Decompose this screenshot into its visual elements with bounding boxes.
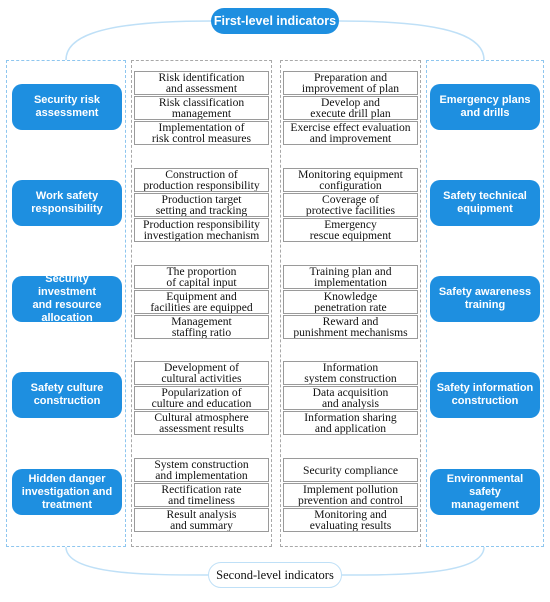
second-level-item: Emergency rescue equipment — [283, 218, 418, 242]
second-level-item: Production target setting and tracking — [134, 193, 269, 217]
left-second-level-panel — [131, 60, 272, 547]
second-level-item: Equipment and facilities are equipped — [134, 290, 269, 314]
second-level-item: Implement pollution prevention and contr… — [283, 483, 418, 507]
first-level-safety-awareness-training: Safety awareness training — [430, 276, 540, 322]
right-first-level-panel — [426, 60, 544, 547]
first-level-safety-culture-construction: Safety culture construction — [12, 372, 122, 418]
second-level-item: The proportion of capital input — [134, 265, 269, 289]
second-level-item: Construction of production responsibilit… — [134, 168, 269, 192]
second-level-item: Knowledge penetration rate — [283, 290, 418, 314]
first-level-safety-technical-equipment: Safety technical equipment — [430, 180, 540, 226]
first-level-indicators-title: First-level indicators — [211, 8, 339, 34]
second-level-item: Security compliance — [283, 458, 418, 482]
first-level-work-safety-responsibility: Work safety responsibility — [12, 180, 122, 226]
second-level-item: Production responsibility investigation … — [134, 218, 269, 242]
second-level-item: Cultural atmosphere assessment results — [134, 411, 269, 435]
second-level-item: Implementation of risk control measures — [134, 121, 269, 145]
second-level-indicators-title: Second-level indicators — [208, 562, 342, 588]
first-level-security-investment: Security investment and resource allocat… — [12, 273, 122, 324]
second-level-item: Develop and execute drill plan — [283, 96, 418, 120]
first-level-environmental-safety-management: Environmental safety management — [430, 469, 540, 515]
second-level-item: Development of cultural activities — [134, 361, 269, 385]
second-level-item: System construction and implementation — [134, 458, 269, 482]
second-level-item: Reward and punishment mechanisms — [283, 315, 418, 339]
second-level-item: Exercise effect evaluation and improveme… — [283, 121, 418, 145]
second-level-item: Popularization of culture and education — [134, 386, 269, 410]
second-level-item: Rectification rate and timeliness — [134, 483, 269, 507]
left-first-level-panel — [6, 60, 126, 547]
first-level-security-risk-assessment: Security risk assessment — [12, 84, 122, 130]
first-level-emergency-plans: Emergency plans and drills — [430, 84, 540, 130]
second-level-item: Monitoring equipment configuration — [283, 168, 418, 192]
second-level-item: Management staffing ratio — [134, 315, 269, 339]
second-level-item: Risk classification management — [134, 96, 269, 120]
second-level-item: Coverage of protective facilities — [283, 193, 418, 217]
second-level-item: Risk identification and assessment — [134, 71, 269, 95]
right-second-level-panel — [280, 60, 421, 547]
second-level-item: Information system construction — [283, 361, 418, 385]
second-level-item: Information sharing and application — [283, 411, 418, 435]
second-level-item: Result analysis and summary — [134, 508, 269, 532]
first-level-safety-information-construction: Safety information construction — [430, 372, 540, 418]
second-level-item: Preparation and improvement of plan — [283, 71, 418, 95]
second-level-item: Data acquisition and analysis — [283, 386, 418, 410]
second-level-item: Monitoring and evaluating results — [283, 508, 418, 532]
first-level-hidden-danger-investigation: Hidden danger investigation and treatmen… — [12, 469, 122, 515]
second-level-item: Training plan and implementation — [283, 265, 418, 289]
